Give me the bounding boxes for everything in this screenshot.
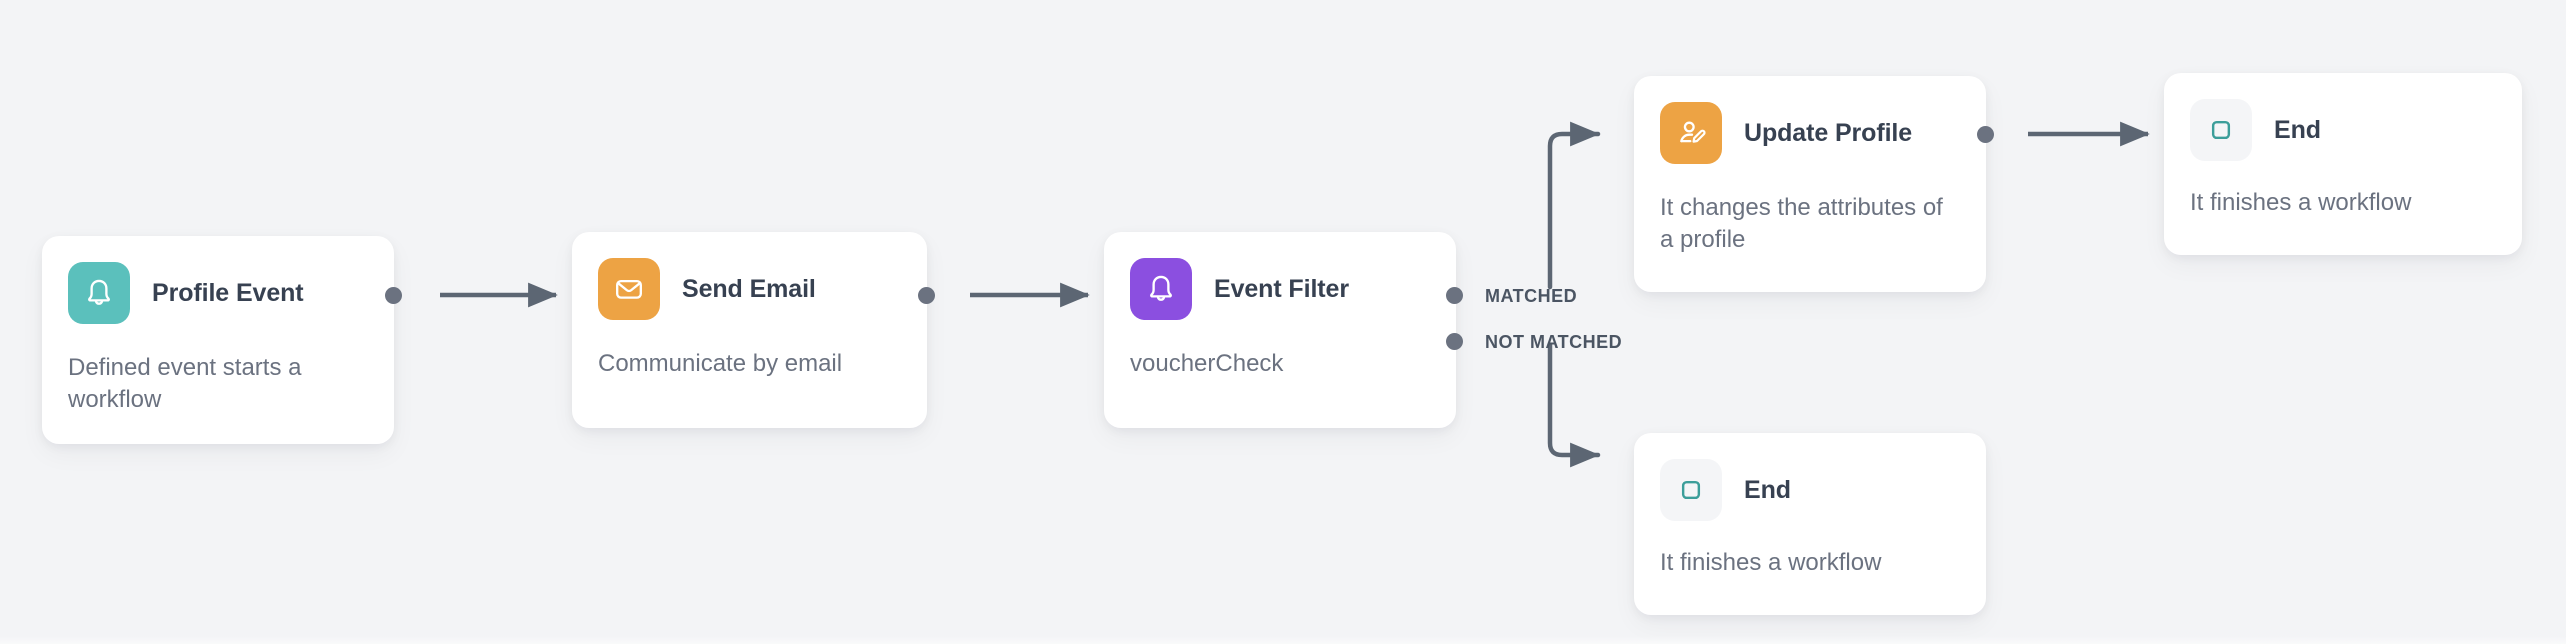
node-header: End	[2190, 99, 2494, 161]
port-label-not-matched: NOT MATCHED	[1485, 332, 1623, 352]
port-profile-event-output[interactable]	[385, 287, 402, 304]
node-event-filter[interactable]: Event Filter voucherCheck	[1104, 232, 1456, 428]
bell-icon	[68, 262, 130, 324]
stop-square-icon	[1660, 459, 1722, 521]
canvas-bottom-edge	[0, 636, 2566, 644]
node-header: Send Email	[598, 258, 899, 320]
node-description: It changes the attributes of a profile	[1660, 194, 1943, 254]
node-title: End	[1744, 475, 1791, 504]
node-header: Profile Event	[68, 262, 366, 324]
port-update-profile-output[interactable]	[1977, 126, 1994, 143]
port-send-email-output[interactable]	[918, 287, 935, 304]
port-label-matched: MATCHED	[1485, 286, 1578, 306]
node-title: Event Filter	[1214, 274, 1349, 303]
port-event-filter-not-matched[interactable]	[1446, 333, 1463, 350]
envelope-icon	[598, 258, 660, 320]
node-profile-event[interactable]: Profile Event Defined event starts a wor…	[42, 236, 394, 444]
node-end-top[interactable]: End It finishes a workflow	[2164, 73, 2522, 255]
node-title: Send Email	[682, 274, 816, 303]
node-description: Communicate by email	[598, 350, 843, 377]
node-description: voucherCheck	[1130, 350, 1284, 377]
node-end-bottom[interactable]: End It finishes a workflow	[1634, 433, 1986, 615]
node-send-email[interactable]: Send Email Communicate by email	[572, 232, 927, 428]
node-title: End	[2274, 115, 2321, 144]
node-update-profile[interactable]: Update Profile It changes the attributes…	[1634, 76, 1986, 292]
stop-square-icon	[2190, 99, 2252, 161]
node-description: It finishes a workflow	[1660, 549, 1882, 576]
node-description: Defined event starts a workflow	[68, 354, 302, 414]
user-edit-icon	[1660, 102, 1722, 164]
node-header: Update Profile	[1660, 102, 1958, 164]
node-title: Profile Event	[152, 278, 304, 307]
node-header: Event Filter	[1130, 258, 1428, 320]
edge-matched-to-update-profile	[1547, 121, 1601, 290]
port-event-filter-matched[interactable]	[1446, 287, 1463, 304]
edge-not-matched-to-end	[1547, 342, 1601, 468]
node-header: End	[1660, 459, 1958, 521]
node-description: It finishes a workflow	[2190, 189, 2412, 216]
bell-icon	[1130, 258, 1192, 320]
node-title: Update Profile	[1744, 118, 1913, 147]
